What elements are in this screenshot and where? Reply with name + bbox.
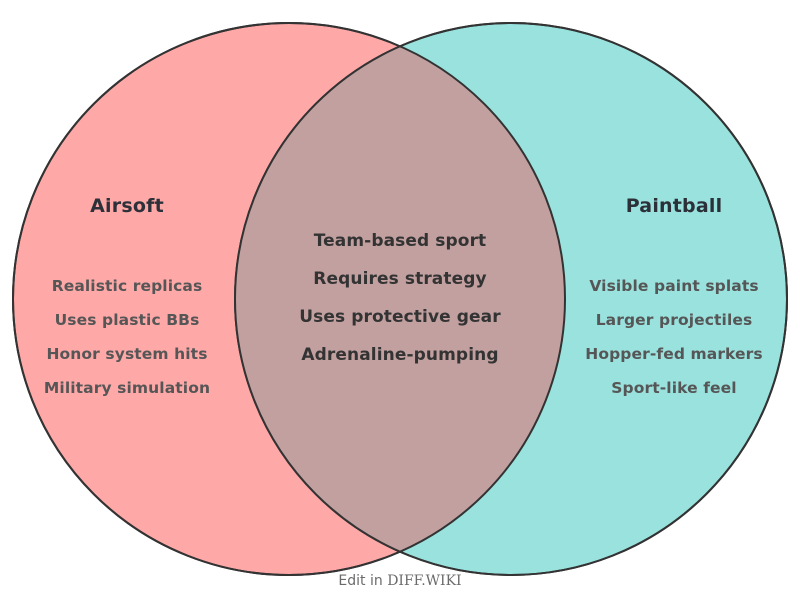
venn-circle-left-outline (12, 22, 566, 576)
venn-circle-right-outline (234, 22, 788, 576)
credit-brand-label: DIFF.WIKI (387, 573, 462, 589)
edit-in-diffwiki-link[interactable]: Edit in DIFF.WIKI (338, 573, 461, 589)
venn-intersection-region[interactable] (235, 23, 787, 575)
credit-prefix-label: Edit in (338, 573, 388, 589)
